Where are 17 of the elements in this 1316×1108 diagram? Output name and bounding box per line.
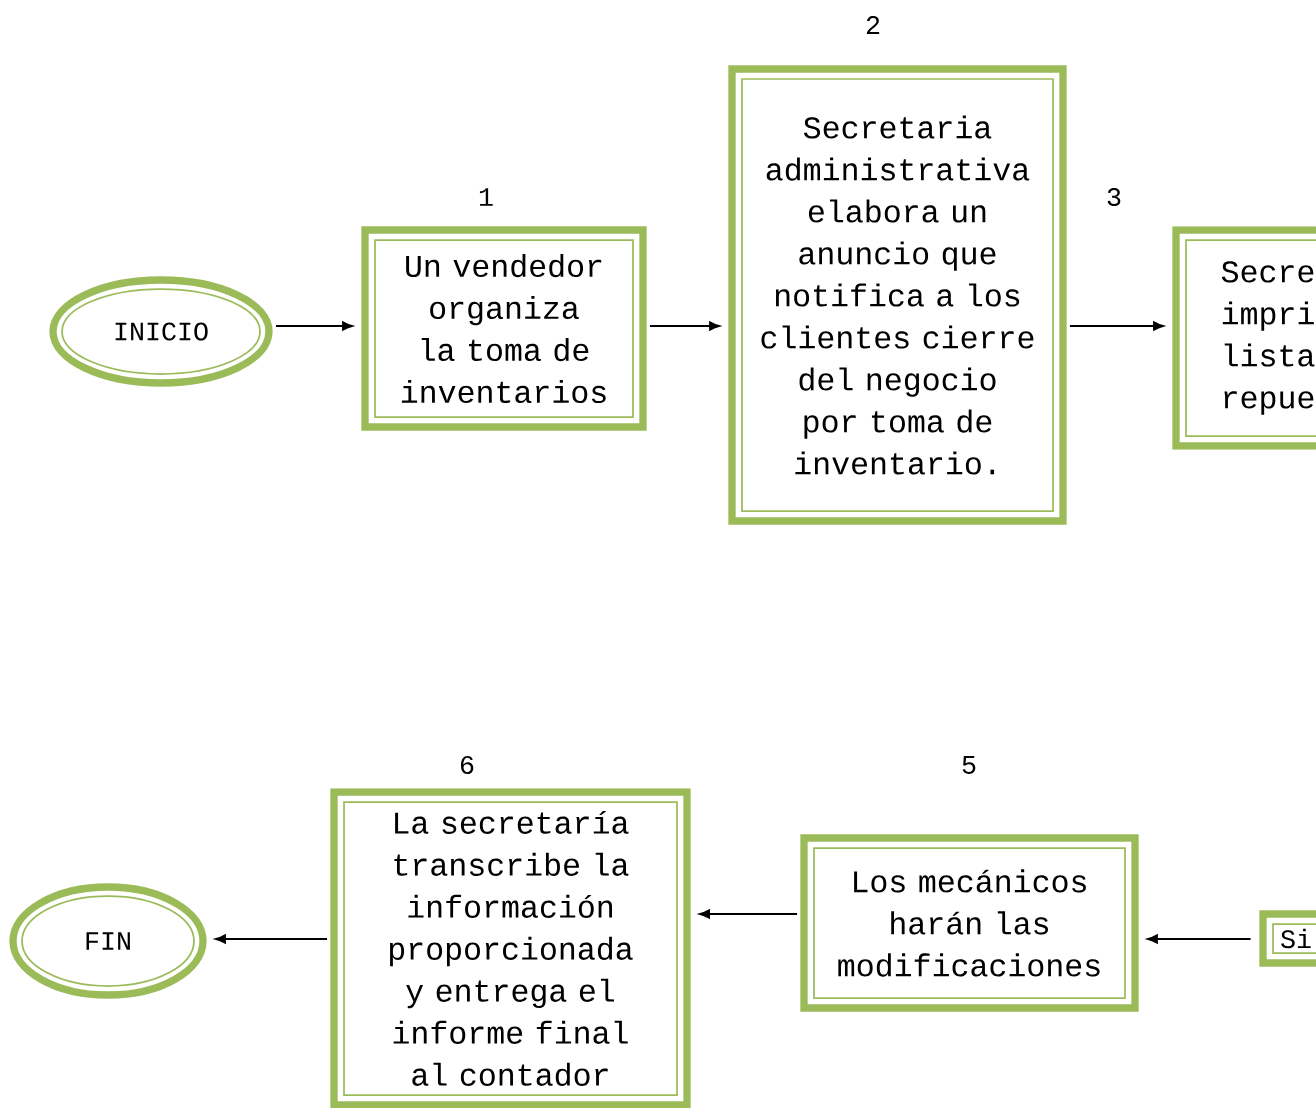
step-number: 1 (479, 188, 493, 206)
step-number: 3 (1107, 187, 1121, 207)
arrow (1068, 321, 1164, 331)
arrow (275, 321, 353, 331)
arrow (1147, 934, 1252, 944)
step-number: 2 (866, 16, 880, 34)
arrow (215, 934, 328, 944)
process-box: Secretaria administrativa elabora un anuncio que notifica a los clientes cierre del negocio por toma de inventario. (728, 65, 1067, 525)
process-box: La secretaría transcribe la información proporcionada y entrega el informe final al contador (330, 788, 691, 1108)
process-box: Un vendedor organiza la toma de inventarios (361, 226, 647, 431)
step-number: 6 (460, 755, 474, 775)
process-box: Secre impri lista repue (1172, 226, 1316, 450)
step-number: 5 (962, 756, 976, 774)
arrow (649, 321, 720, 331)
process-box: Los mecánicos harán las modificaciones (800, 834, 1139, 1012)
arrow (699, 909, 799, 919)
process-box: Si (1259, 910, 1316, 967)
